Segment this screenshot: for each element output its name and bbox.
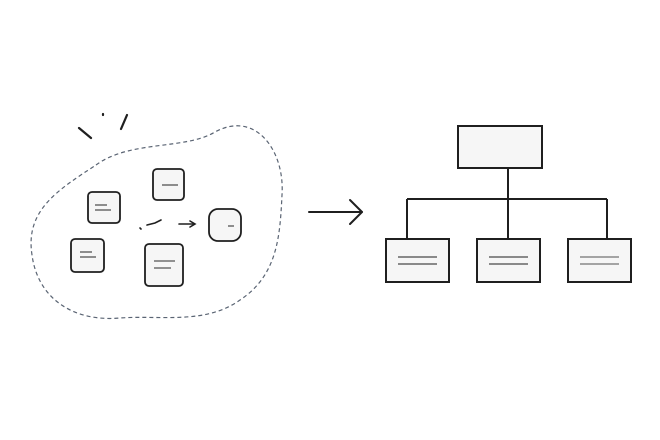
sparkle-marks	[77, 112, 129, 140]
scribble-dot	[139, 227, 142, 230]
sparkle-mark-right	[119, 113, 129, 131]
scribble-arrow-head	[189, 220, 197, 228]
scribble-hook	[146, 219, 162, 226]
note-left	[87, 191, 121, 224]
note-bottom-left	[70, 238, 105, 273]
sparkle-mark-left	[77, 126, 93, 140]
child-box-1	[385, 238, 450, 283]
dashed-blob-outline	[30, 125, 283, 320]
child-box-2	[476, 238, 541, 283]
connector-scribble	[139, 219, 197, 230]
arrow-head	[349, 199, 363, 225]
root-box	[457, 125, 543, 169]
note-right	[208, 208, 242, 242]
org-connectors	[406, 168, 608, 239]
child-box-3	[567, 238, 632, 283]
org-chart	[385, 125, 632, 283]
note-bottom	[144, 243, 184, 287]
note-top	[152, 168, 185, 201]
transform-arrow	[308, 199, 363, 225]
unstructured-cluster	[30, 112, 283, 320]
